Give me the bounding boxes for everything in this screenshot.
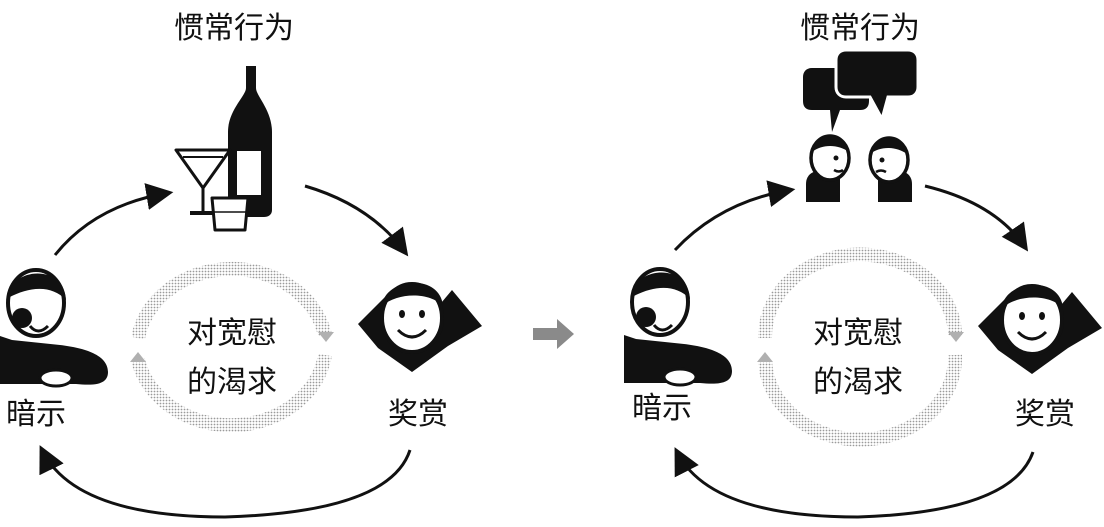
right-craving-ring — [757, 247, 964, 447]
left-craving-line2: 的渴求 — [187, 365, 277, 400]
left-habit-label: 惯常行为 — [174, 11, 294, 46]
left-reward-person-icon — [358, 282, 482, 372]
right-cue-person-icon — [624, 267, 732, 387]
conversation-icon — [803, 48, 920, 202]
left-reward-to-cue-arrow — [39, 445, 412, 519]
left-cue-to-habit-arrow — [53, 183, 174, 256]
right-cue-label: 暗示 — [632, 391, 692, 426]
right-cue-to-habit-arrow — [673, 180, 796, 252]
right-craving-line2: 的渴求 — [813, 365, 903, 400]
right-habit-to-reward-arrow — [924, 184, 1029, 252]
right-habit-label: 惯常行为 — [800, 11, 920, 46]
left-craving-ring — [130, 261, 334, 433]
right-craving-line1: 对宽慰 — [813, 316, 903, 351]
right-reward-person-icon — [978, 284, 1102, 374]
right-reward-label: 奖赏 — [1015, 397, 1075, 432]
left-cue-label: 暗示 — [6, 397, 66, 432]
left-habit-to-reward-arrow — [304, 184, 409, 257]
left-cue-person-icon — [0, 268, 108, 388]
drinks-icon — [174, 66, 272, 232]
left-panel: 惯常行为 对宽慰 的渴求 — [0, 11, 482, 519]
right-panel: 惯常行为 — [624, 11, 1102, 519]
right-reward-to-cue-arrow — [674, 447, 1035, 519]
right-arrow-icon — [533, 319, 574, 349]
left-reward-label: 奖赏 — [388, 397, 448, 432]
left-craving-line1: 对宽慰 — [187, 316, 277, 351]
